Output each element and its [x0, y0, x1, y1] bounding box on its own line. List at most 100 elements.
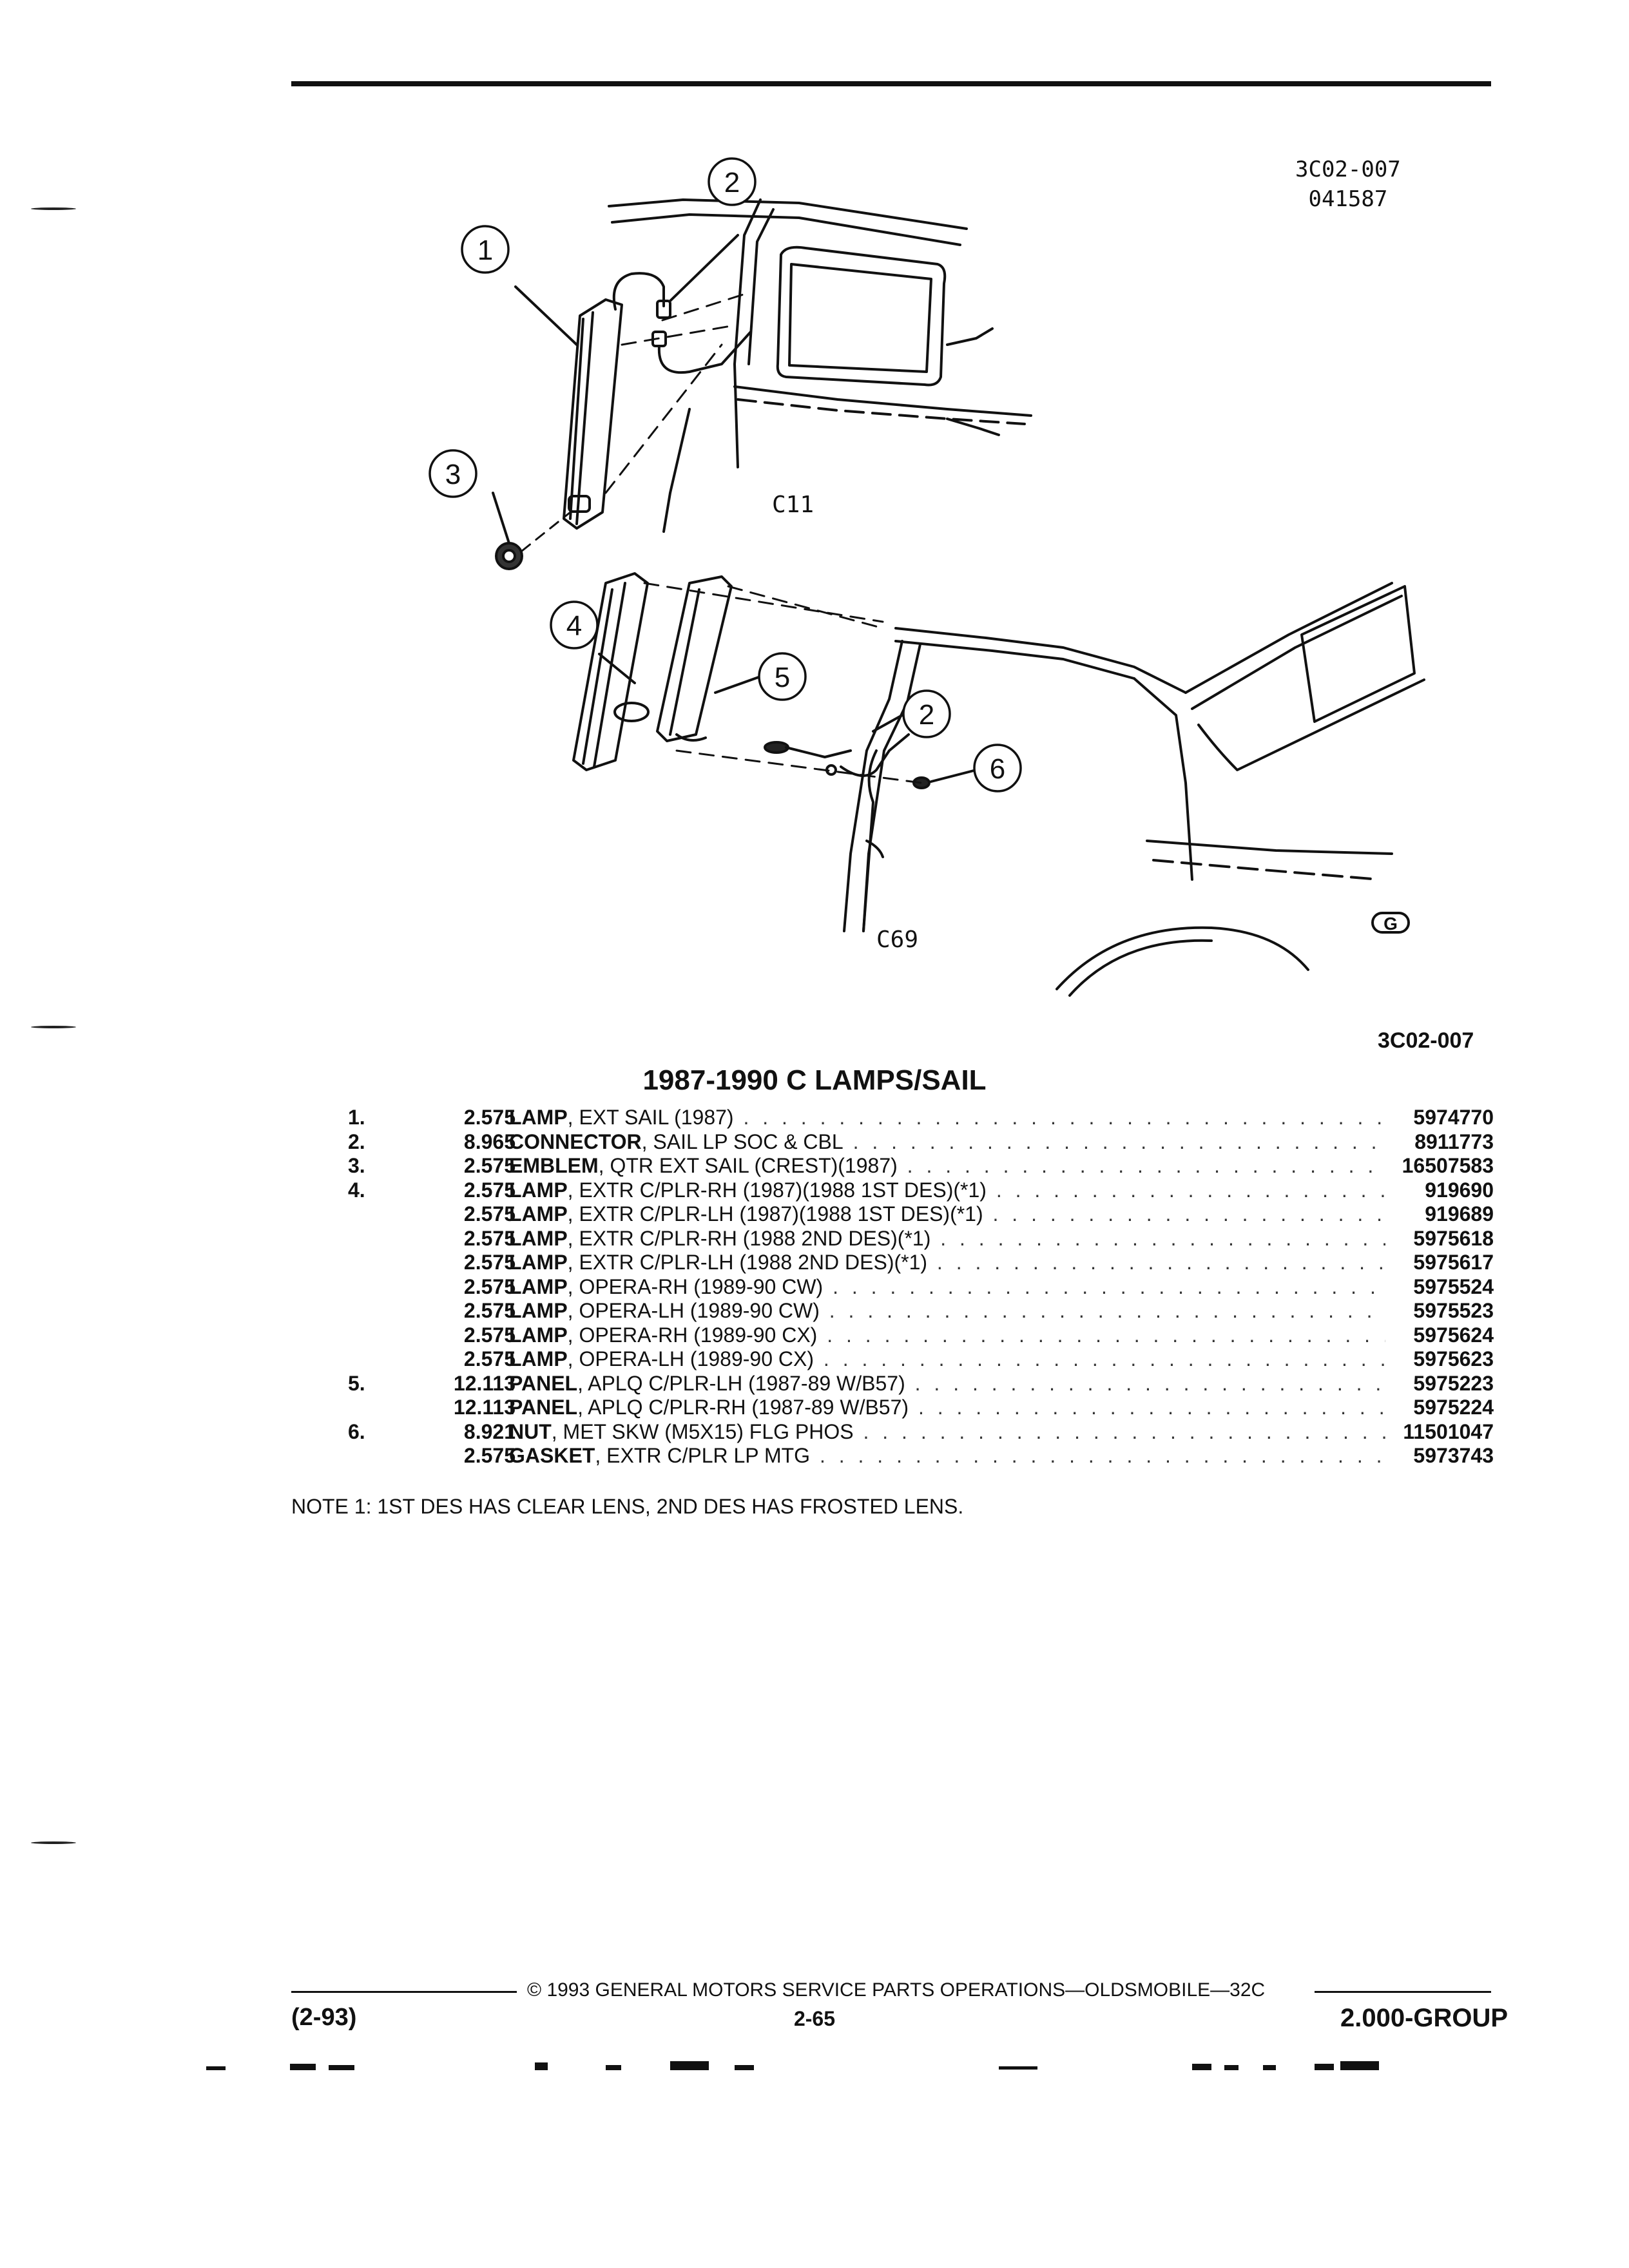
part-number: 919689 [1425, 1202, 1494, 1225]
model-label-c11: C11 [772, 492, 814, 518]
part-desc-text: , APLQ C/PLR-RH (1987-89 W/B57) [577, 1396, 909, 1419]
part-number: 5975618 [1413, 1226, 1494, 1250]
leader-6 [930, 769, 978, 783]
svg-text:5: 5 [775, 662, 790, 693]
part-number: 11501047 [1403, 1419, 1494, 1443]
part-name: LAMP [509, 1347, 568, 1370]
part-description: LAMP, OPERA-RH (1989-90 CW) . . . . . . … [509, 1275, 1385, 1300]
svg-text:1: 1 [477, 235, 493, 266]
part-desc-text: , OPERA-LH (1989-90 CX) [567, 1347, 815, 1370]
figure-ref-bottom: 3C02-007 [1378, 1028, 1474, 1053]
part-group-number: 2.575 [463, 1323, 516, 1347]
leader-dots: . . . . . . . . . . . . . . . . . . . . … [863, 1419, 1385, 1443]
callout-3: 3 [429, 449, 477, 498]
part-description: LAMP, EXTR C/PLR-LH (1987)(1988 1ST DES)… [509, 1202, 1385, 1227]
parts-diagram: 1 2 3 4 5 2 6 C11 C69 [429, 157, 1425, 997]
part-group-number: 2.575 [463, 1251, 516, 1274]
part-description: GASKET, EXTR C/PLR LP MTG . . . . . . . … [509, 1444, 1385, 1468]
figure-ref-date: 041587 [1308, 186, 1388, 212]
leader-dots: . . . . . . . . . . . . . . . . . . . . … [996, 1178, 1385, 1202]
part-group-number: 2.575 [463, 1202, 516, 1225]
callout-4: 4 [550, 601, 599, 649]
part-number: 8911773 [1414, 1129, 1494, 1153]
part-name: PANEL [509, 1396, 578, 1419]
part-group-number: 12.113 [453, 1396, 516, 1419]
part-description: LAMP, EXTR C/PLR-RH (1987)(1988 1ST DES)… [509, 1178, 1385, 1203]
part-desc-text: , OPERA-RH (1989-90 CX) [567, 1323, 818, 1347]
margin-mark [31, 1026, 76, 1028]
part-desc-text: , EXT SAIL (1987) [567, 1106, 734, 1129]
part-group-number: 12.113 [453, 1371, 516, 1395]
part-index: 6. [348, 1419, 365, 1443]
figure-ref-code: 3C02-007 [1295, 157, 1401, 182]
part-number: 919690 [1425, 1178, 1494, 1202]
leader-4 [598, 653, 636, 684]
upper-car-outline [608, 198, 1032, 533]
part-description: CONNECTOR, SAIL LP SOC & CBL . . . . . .… [509, 1130, 1385, 1155]
part-desc-text: , QTR EXT SAIL (CREST)(1987) [598, 1154, 898, 1177]
leader-1 [514, 285, 578, 346]
part-group-number: 8.965 [463, 1129, 516, 1153]
part-group-number: 2.575 [463, 1178, 516, 1202]
footer-page-number: 2-65 [793, 2007, 836, 2030]
part-index: 1. [348, 1106, 365, 1129]
part-desc-text: , EXTR C/PLR LP MTG [595, 1444, 811, 1467]
leader-dots: . . . . . . . . . . . . . . . . . . . . … [992, 1202, 1385, 1225]
opera-lamp-4 [572, 572, 650, 771]
part-group-number: 2.575 [463, 1347, 516, 1370]
part-name: LAMP [509, 1299, 568, 1322]
part-number: 5975624 [1413, 1323, 1494, 1347]
part-name: EMBLEM [509, 1154, 599, 1177]
part-index: 4. [348, 1178, 365, 1202]
part-name: GASKET [509, 1444, 595, 1467]
callout-2b: 2 [902, 689, 951, 738]
part-number: 5975223 [1413, 1371, 1494, 1395]
footer-rule-right [1315, 1991, 1491, 1993]
part-description: EMBLEM, QTR EXT SAIL (CREST)(1987) . . .… [509, 1154, 1385, 1178]
part-description: PANEL, APLQ C/PLR-RH (1987-89 W/B57) . .… [509, 1396, 1385, 1420]
part-name: LAMP [509, 1106, 568, 1129]
footer-copyright: © 1993 GENERAL MOTORS SERVICE PARTS OPER… [527, 1979, 1266, 2001]
sail-lamp-1 [563, 298, 623, 530]
leader-dots: . . . . . . . . . . . . . . . . . . . . … [827, 1323, 1385, 1347]
leader-dots: . . . . . . . . . . . . . . . . . . . . … [819, 1444, 1385, 1467]
lower-car-outline [843, 582, 1425, 997]
part-description: PANEL, APLQ C/PLR-LH (1987-89 W/B57) . .… [509, 1372, 1385, 1396]
part-group-number: 2.575 [463, 1444, 516, 1467]
part-description: LAMP, EXTR C/PLR-RH (1988 2ND DES)(*1) .… [509, 1227, 1385, 1251]
top-rule [291, 81, 1491, 86]
part-number: 16507583 [1402, 1154, 1494, 1177]
part-description: LAMP, OPERA-RH (1989-90 CX) . . . . . . … [509, 1323, 1385, 1348]
part-number: 5975523 [1413, 1299, 1494, 1322]
part-description: NUT, MET SKW (M5X15) FLG PHOS . . . . . … [509, 1420, 1385, 1445]
callout-2: 2 [708, 157, 757, 206]
part-desc-text: , OPERA-LH (1989-90 CW) [567, 1299, 820, 1322]
leader-dots: . . . . . . . . . . . . . . . . . . . . … [823, 1347, 1385, 1370]
part-name: PANEL [509, 1371, 578, 1395]
part-group-number: 2.575 [463, 1106, 516, 1129]
part-name: LAMP [509, 1202, 568, 1225]
nut-6 [643, 582, 930, 789]
leader-dots: . . . . . . . . . . . . . . . . . . . . … [940, 1226, 1385, 1250]
part-name: LAMP [509, 1178, 568, 1202]
part-desc-text: , EXTR C/PLR-LH (1988 2ND DES)(*1) [567, 1251, 928, 1274]
leader-dots: . . . . . . . . . . . . . . . . . . . . … [914, 1371, 1385, 1395]
part-group-number: 2.575 [463, 1299, 516, 1322]
model-label-c69: C69 [876, 927, 918, 953]
part-number: 5974770 [1413, 1106, 1494, 1129]
connector-2 [604, 272, 752, 494]
part-number: 5975224 [1413, 1396, 1494, 1419]
part-name: LAMP [509, 1226, 568, 1250]
callout-5: 5 [758, 652, 807, 701]
